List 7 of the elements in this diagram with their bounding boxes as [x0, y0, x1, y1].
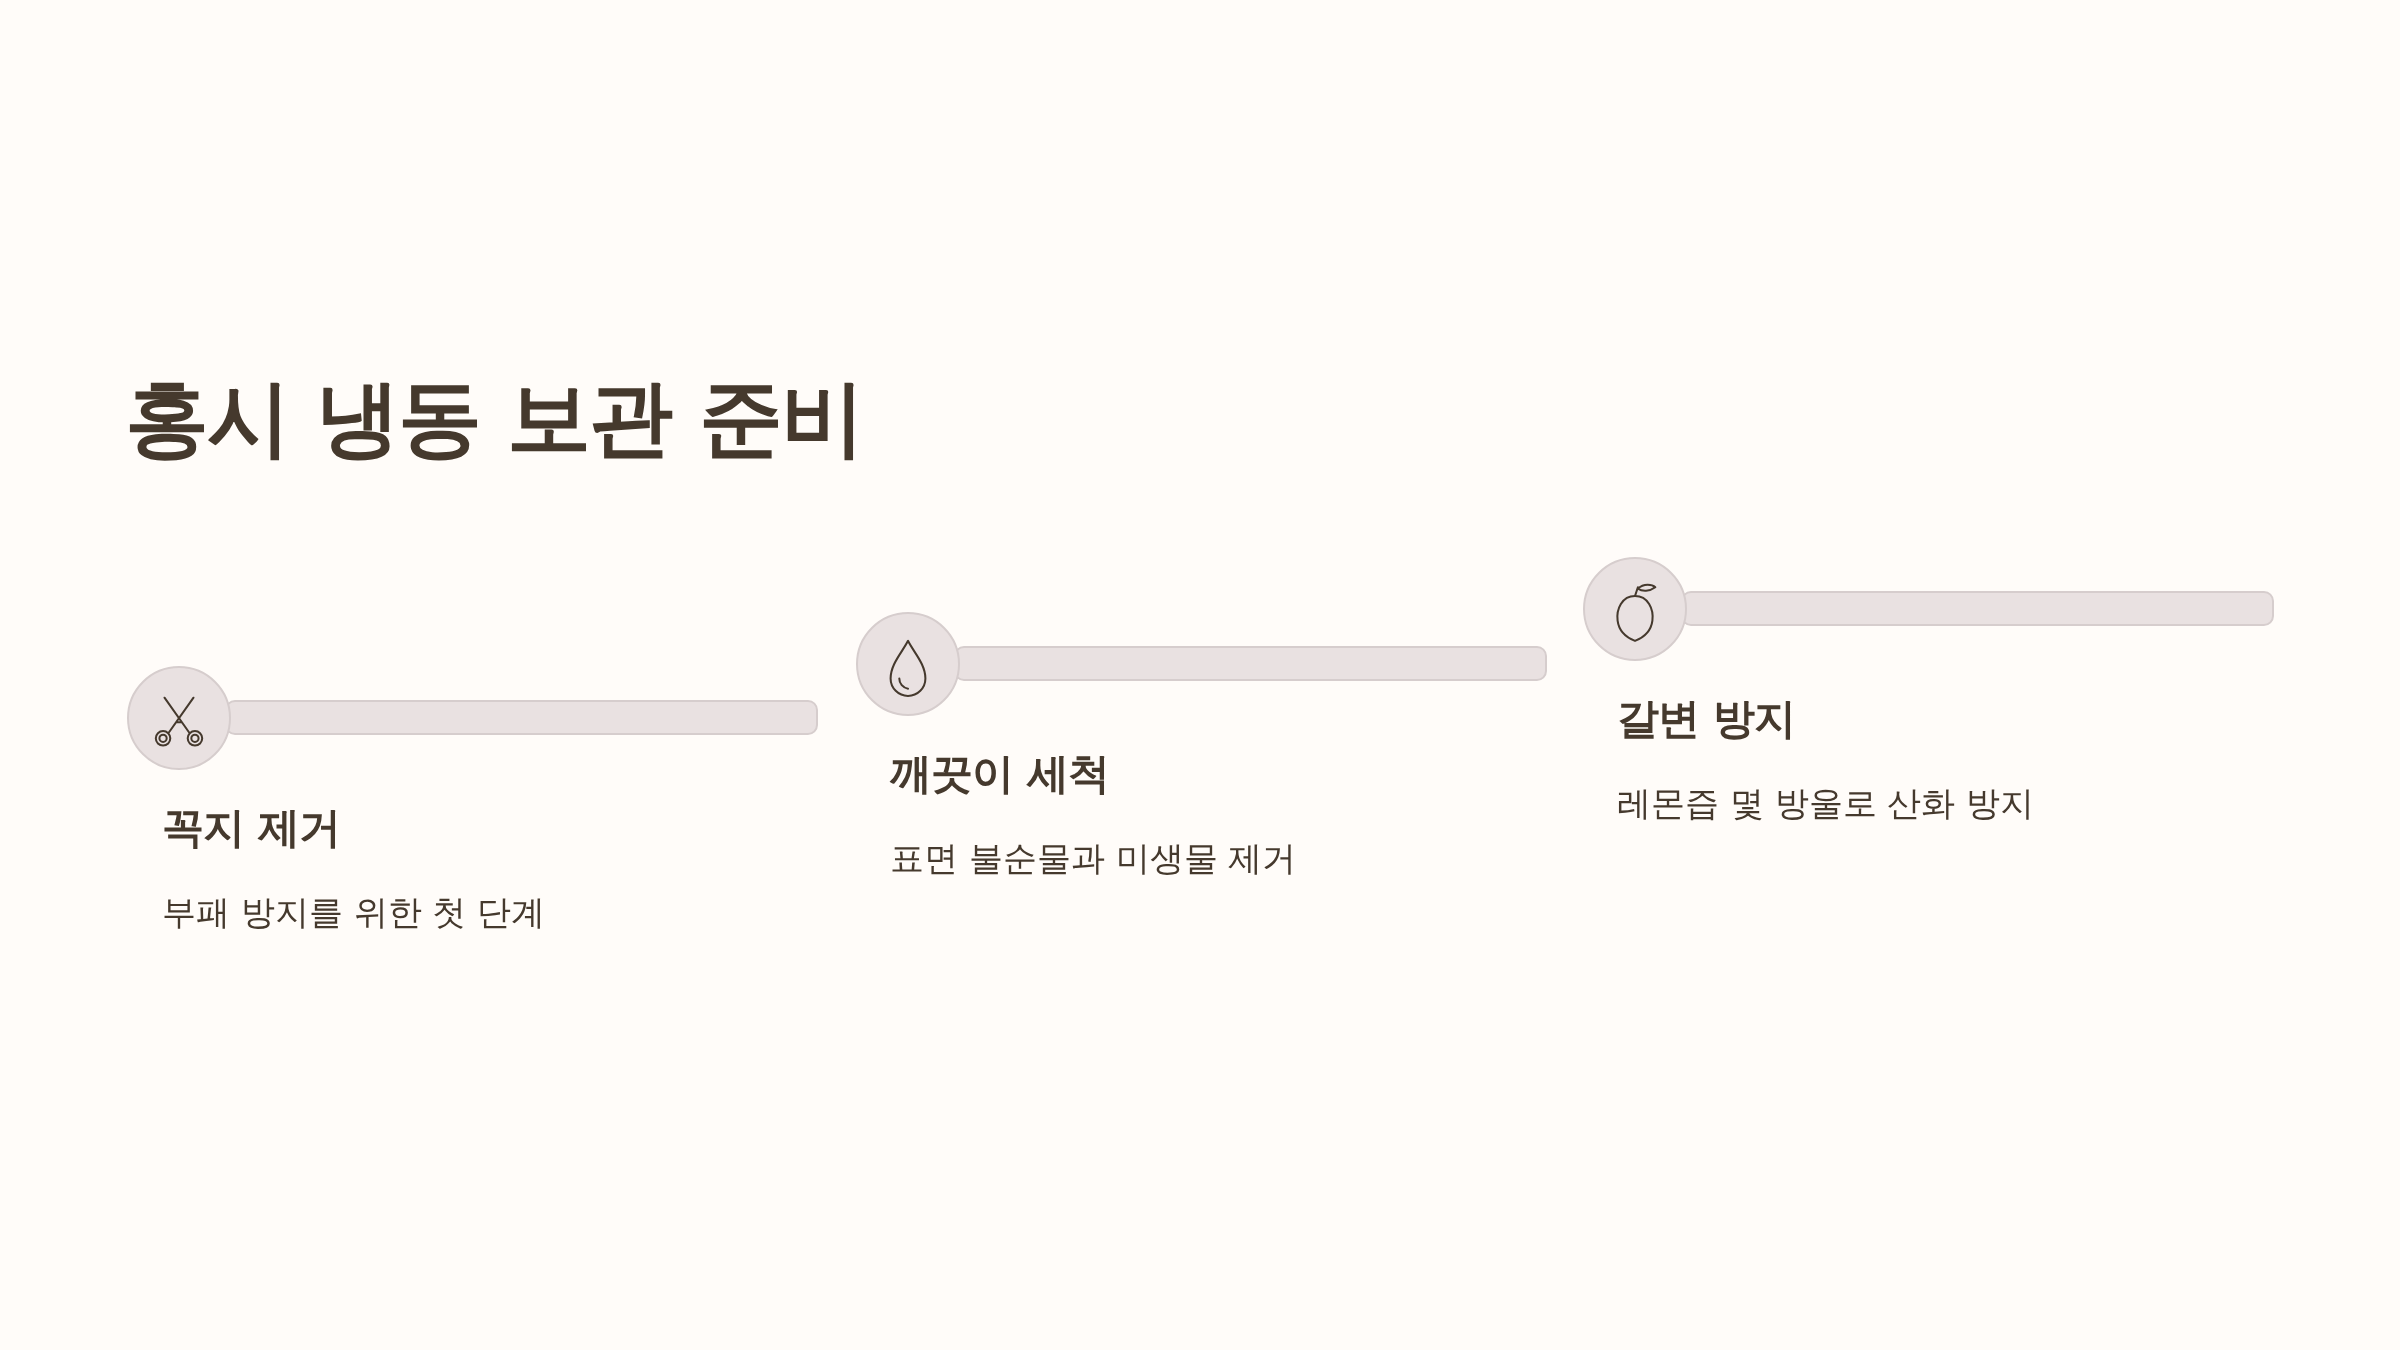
- step-heading: 깨끗이 세척: [890, 748, 1110, 800]
- step-description: 레몬즙 몇 방울로 산화 방지: [1617, 782, 2036, 825]
- step-heading: 갈변 방지: [1617, 693, 1796, 745]
- title: 홍시 냉동 보관 준비: [125, 368, 863, 469]
- step-heading: 꼭지 제거: [162, 802, 341, 854]
- step-description: 부패 방지를 위한 첫 단계: [162, 891, 547, 934]
- step-description: 표면 불순물과 미생물 제거: [890, 837, 1298, 880]
